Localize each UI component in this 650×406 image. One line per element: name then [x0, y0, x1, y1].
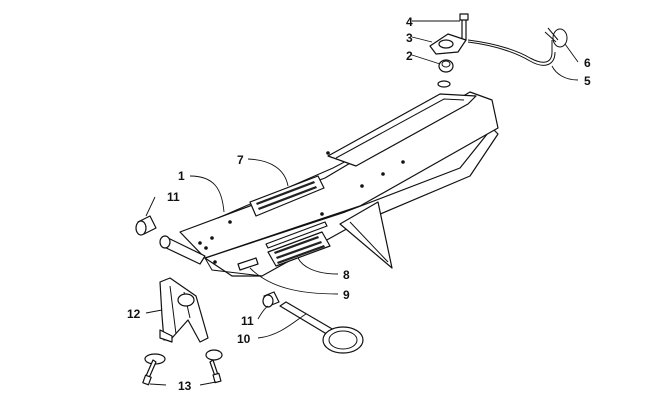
- release-handle: [279, 301, 364, 354]
- wedge-bracket: [339, 201, 393, 269]
- bushing-upper: [135, 215, 157, 236]
- callout-5: 5: [584, 74, 591, 88]
- cable-housing: [429, 33, 467, 55]
- callout-7: 7: [237, 153, 244, 167]
- callout-11-upper: 11: [167, 190, 180, 204]
- cable-clip: [544, 27, 568, 48]
- callout-4: 4: [406, 15, 413, 29]
- mounting-bracket: [159, 277, 209, 343]
- callout-11-lower: 11: [241, 314, 254, 328]
- callout-6: 6: [584, 56, 591, 70]
- cable-bolt: [459, 13, 469, 41]
- skid-plate: [179, 91, 499, 277]
- callout-13: 13: [178, 379, 192, 393]
- decal-warning-bottom: [267, 231, 331, 267]
- pin-left: [142, 359, 157, 386]
- callout-9: 9: [343, 288, 350, 302]
- grommet-hole: [437, 80, 451, 88]
- grommet: [438, 59, 454, 73]
- callout-3: 3: [406, 31, 413, 45]
- bushing-lower: [262, 291, 280, 308]
- callout-10: 10: [237, 332, 251, 346]
- callout-8: 8: [343, 268, 350, 282]
- decal-warning-top: [249, 175, 325, 217]
- decal-side: [237, 221, 328, 271]
- hinge-tube: [159, 235, 206, 265]
- release-cable: [467, 39, 556, 66]
- callout-2: 2: [406, 49, 413, 63]
- callout-12: 12: [127, 307, 141, 321]
- pin-right: [209, 359, 222, 384]
- leader-lines: [145, 20, 579, 386]
- callout-1: 1: [178, 169, 185, 183]
- washer-right: [205, 349, 223, 361]
